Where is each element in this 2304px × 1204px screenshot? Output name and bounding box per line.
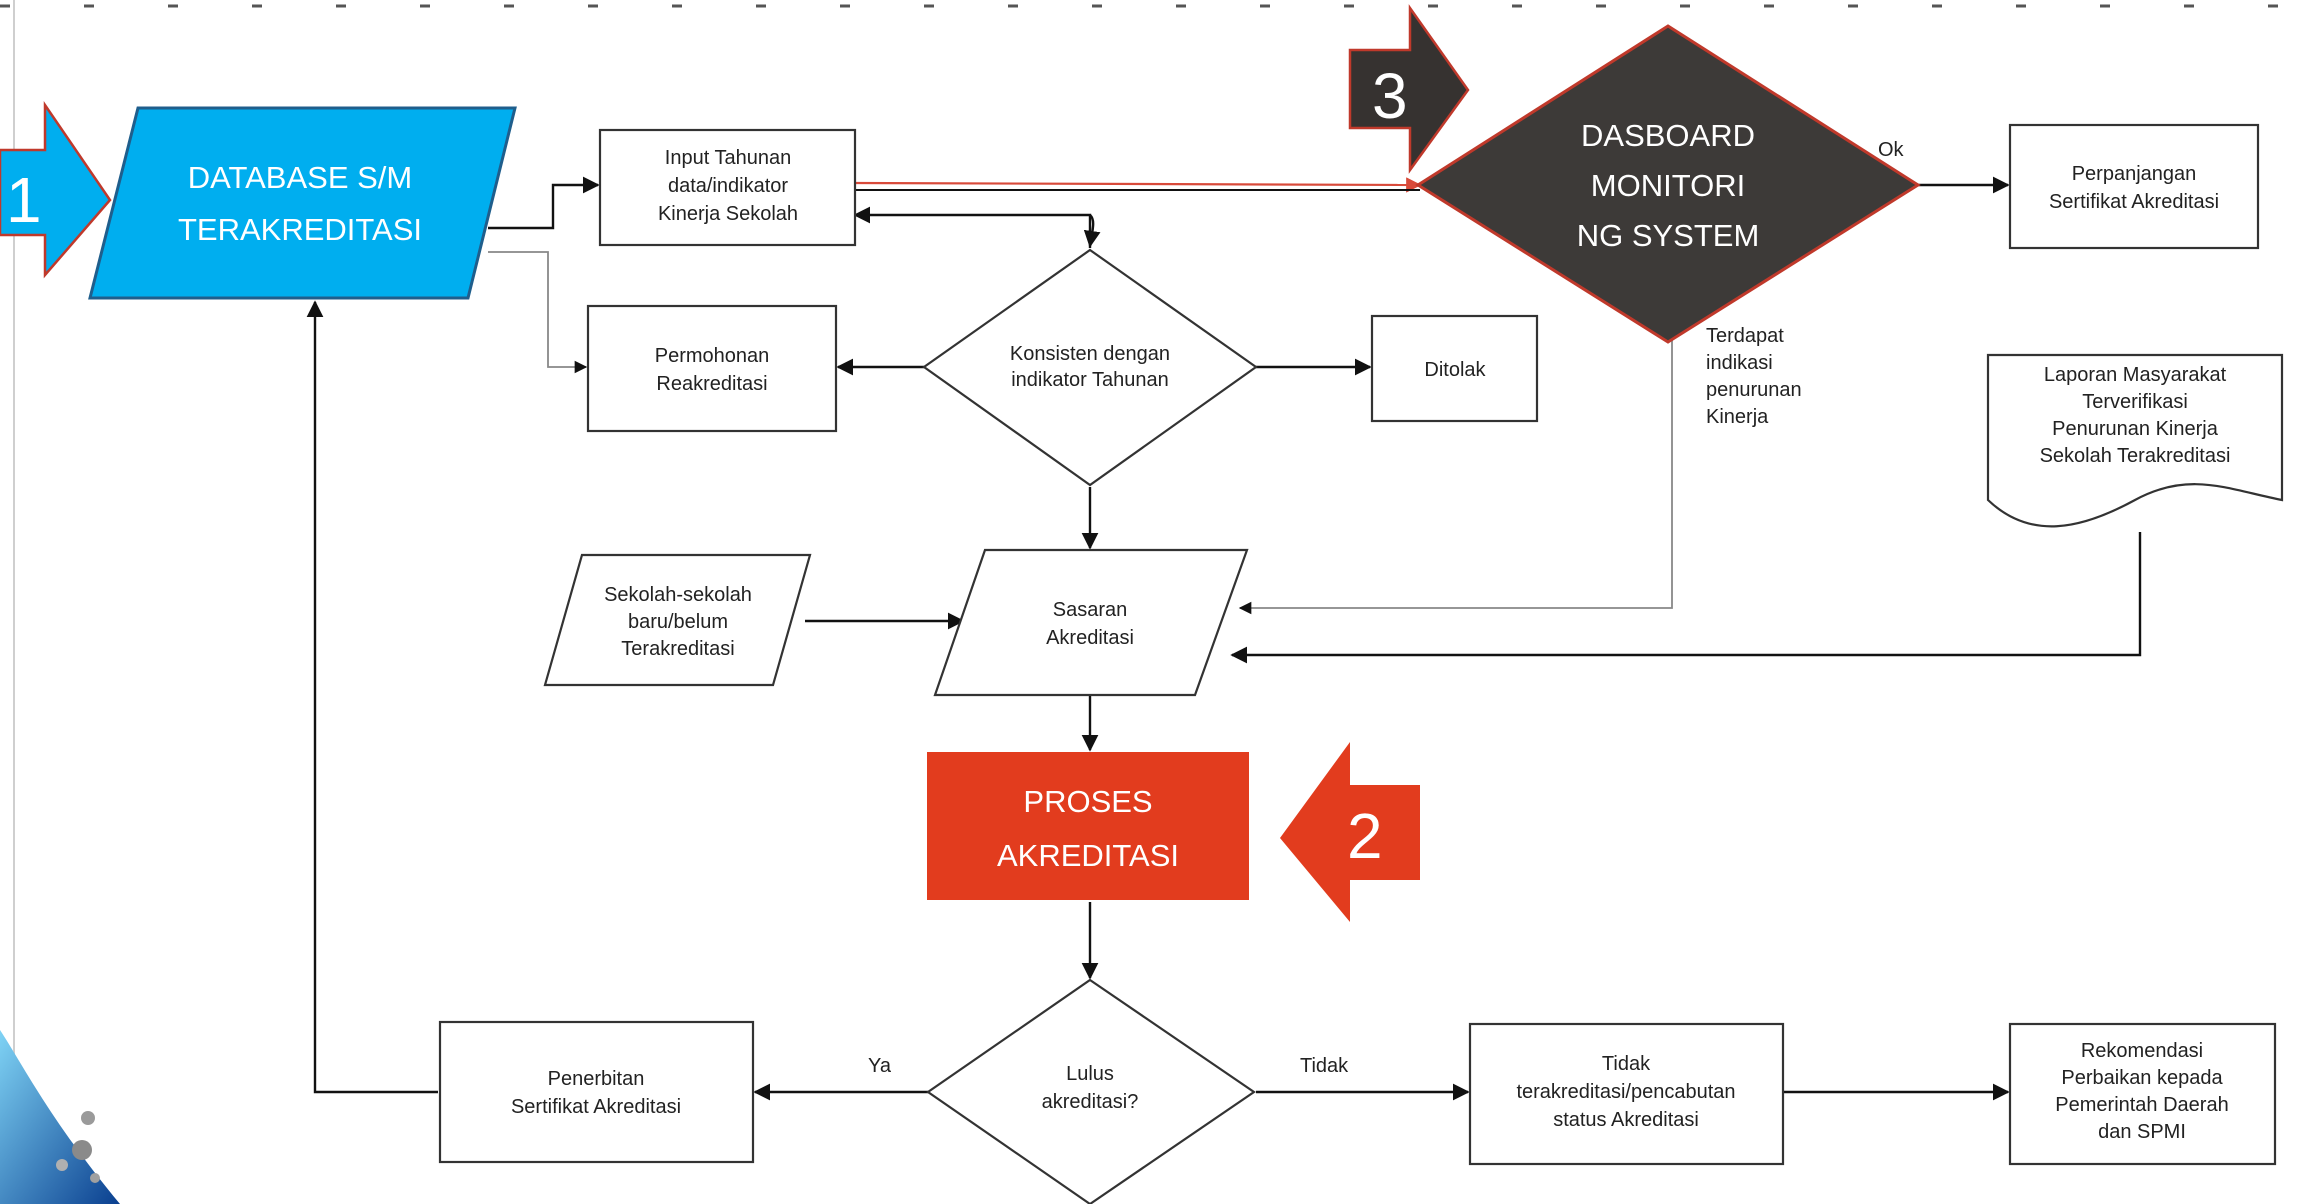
sekolah-baru-line-2: baru/belum [628, 611, 728, 633]
input-tahunan-line-2: data/indikator [668, 175, 788, 197]
node-laporan: Laporan Masyarakat Terverifikasi Penurun… [1986, 353, 2284, 528]
edge-laporan-sasaran [1230, 532, 2142, 664]
edge-label-tidak: Tidak [1300, 1055, 1349, 1077]
proses-line-2: AKREDITASI [997, 838, 1179, 873]
laporan-line-2: Terverifikasi [2082, 391, 2188, 413]
terdapat-line-3: penurunan [1706, 379, 1802, 401]
label-terdapat: Terdapat indikasi penurunan Kinerja [1706, 325, 1802, 428]
callout-number-2: 2 [1347, 800, 1383, 872]
database-callout: DATABASE S/M TERAKREDITASI [88, 106, 517, 300]
penerbitan-line-1: Penerbitan [548, 1068, 645, 1090]
database-line-1: DATABASE S/M [188, 160, 413, 195]
terdapat-line-1: Terdapat [1706, 325, 1784, 347]
rekomendasi-line-2: Perbaikan kepada [2061, 1067, 2223, 1089]
lulus-line-2: akreditasi? [1042, 1091, 1139, 1113]
tidak-line-3: status Akreditasi [1553, 1109, 1699, 1131]
edge-db-input [488, 176, 600, 230]
node-permohonan: Permohonan Reakreditasi [586, 304, 838, 433]
callout-arrow-3: 3 [1348, 4, 1470, 174]
laporan-line-4: Sekolah Terakreditasi [2040, 445, 2231, 467]
node-sekolah-baru: Sekolah-sekolah baru/belum Terakreditasi [543, 553, 812, 687]
terdapat-line-4: Kinerja [1706, 406, 1769, 428]
callout-arrow-2: 2 [1280, 742, 1420, 922]
konsisten-line-1: Konsisten dengan [1010, 343, 1170, 365]
node-penerbitan: Penerbitan Sertifikat Akreditasi [438, 1020, 755, 1164]
tidak-line-2: terakreditasi/pencabutan [1516, 1081, 1735, 1103]
edge-dashboard-sasaran [1238, 305, 1673, 615]
proses-line-1: PROSES [1023, 784, 1152, 819]
edge-db-permohonan [488, 251, 588, 374]
lulus-line-1: Lulus [1066, 1063, 1114, 1085]
dashboard-line-3: NG SYSTEM [1577, 218, 1760, 253]
sasaran-line-2: Akreditasi [1046, 627, 1134, 649]
tidak-line-1: Tidak [1602, 1053, 1651, 1075]
permohonan-line-2: Reakreditasi [656, 373, 767, 395]
dashboard-callout: DASBOARD MONITORI NG SYSTEM [1415, 24, 1921, 344]
dashboard-line-2: MONITORI [1591, 168, 1745, 203]
penerbitan-line-2: Sertifikat Akreditasi [511, 1096, 681, 1118]
node-rekomendasi: Rekomendasi Perbaikan kepada Pemerintah … [2008, 1022, 2277, 1166]
callout-arrow-1: 1 [0, 100, 112, 279]
edge-label-ya: Ya [868, 1055, 892, 1077]
perpanjangan-line-1: Perpanjangan [2072, 163, 2197, 185]
node-konsisten: Konsisten dengan indikator Tahunan [922, 248, 1258, 487]
permohonan-line-1: Permohonan [655, 345, 770, 367]
rekomendasi-line-1: Rekomendasi [2081, 1040, 2203, 1062]
dashboard-line-1: DASBOARD [1581, 118, 1755, 153]
sasaran-line-1: Sasaran [1053, 599, 1128, 621]
node-sasaran: Sasaran Akreditasi [933, 548, 1249, 697]
callout-number-1: 1 [6, 164, 42, 236]
konsisten-line-2: indikator Tahunan [1011, 369, 1169, 391]
edge-input-konsisten [1083, 214, 1101, 248]
node-tidak-terakreditasi: Tidak terakreditasi/pencabutan status Ak… [1468, 1022, 1785, 1166]
database-line-2: TERAKREDITASI [178, 212, 422, 247]
callout-number-3: 3 [1372, 60, 1408, 132]
input-tahunan-line-3: Kinerja Sekolah [658, 203, 798, 225]
rekomendasi-line-3: Pemerintah Daerah [2055, 1094, 2228, 1116]
terdapat-line-2: indikasi [1706, 352, 1773, 374]
logo-swoosh [0, 1030, 120, 1204]
input-tahunan-line-1: Input Tahunan [665, 147, 791, 169]
edge-konsisten-input [853, 206, 1092, 248]
rekomendasi-line-4: dan SPMI [2098, 1121, 2186, 1143]
node-lulus: Lulus akreditasi? [926, 978, 1256, 1204]
laporan-line-1: Laporan Masyarakat [2044, 364, 2227, 386]
edge-penerbitan-db [306, 300, 438, 1094]
node-perpanjangan: Perpanjangan Sertifikat Akreditasi [2008, 123, 2260, 250]
sekolah-baru-line-3: Terakreditasi [621, 638, 734, 660]
laporan-line-3: Penurunan Kinerja [2052, 418, 2219, 440]
node-input-tahunan: Input Tahunan data/indikator Kinerja Sek… [598, 128, 857, 247]
edge-input-dashboard [854, 177, 1422, 193]
edge-label-ok: Ok [1878, 139, 1905, 161]
ditolak-label: Ditolak [1424, 359, 1486, 381]
proses-callout: PROSES AKREDITASI [927, 752, 1249, 900]
perpanjangan-line-2: Sertifikat Akreditasi [2049, 191, 2219, 213]
node-ditolak: Ditolak [1370, 314, 1539, 423]
sekolah-baru-line-1: Sekolah-sekolah [604, 584, 752, 606]
